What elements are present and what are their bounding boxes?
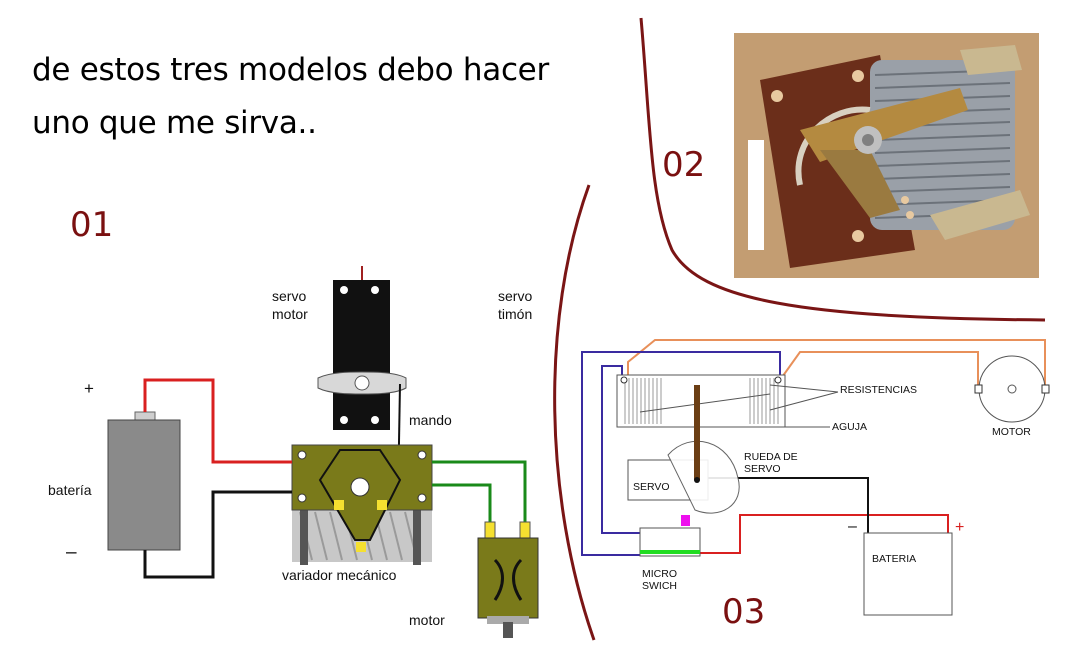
wire-orange-03a — [627, 339, 1046, 386]
label-mando: mando — [409, 412, 452, 428]
divider-curve-left — [553, 184, 596, 641]
battery-03 — [863, 532, 953, 616]
wiper-arm — [800, 88, 968, 162]
wire-blue-03a — [581, 351, 781, 556]
divider-curve-top — [639, 17, 1046, 322]
label-micro-2: SWICH — [642, 580, 677, 592]
label-variador: variador mecánico — [282, 567, 397, 583]
label-minus-01: – — [66, 542, 77, 563]
label-minus-03: – — [848, 518, 857, 535]
headline-line-1: de estos tres modelos debo hacer — [32, 52, 549, 88]
resistor-03 — [616, 374, 839, 428]
label-rueda-2: SERVO — [744, 463, 781, 475]
headline-line-2: uno que me sirva.. — [32, 105, 317, 141]
label-bateria-03: BATERIA — [872, 553, 917, 565]
model-03-number: 03 — [722, 592, 766, 632]
label-plus-01: + — [84, 379, 94, 398]
wire-green-01b — [432, 483, 492, 525]
wire-orange-03b — [779, 351, 979, 386]
wire-blue-03b — [601, 365, 640, 534]
label-servo-timon-1: servo — [498, 288, 533, 304]
wire-green-01a — [432, 460, 527, 525]
model-02-number: 02 — [662, 145, 706, 185]
servo-wheel-03 — [667, 440, 740, 514]
wire-black-01 — [143, 490, 292, 579]
micro-switch-03 — [639, 515, 701, 557]
label-servo-motor-2: motor — [272, 306, 308, 322]
wire-red-03 — [700, 514, 949, 554]
label-servo-timon-2: timón — [498, 306, 533, 322]
wire-black-03 — [698, 477, 869, 535]
label-servo-motor-1: servo — [272, 288, 307, 304]
label-bateria-01: batería — [48, 482, 92, 498]
dc-motor-01 — [477, 521, 539, 638]
label-motor-01: motor — [409, 612, 445, 628]
battery-01 — [107, 411, 181, 551]
label-motor-03: MOTOR — [992, 426, 1031, 438]
label-aguja: AGUJA — [832, 421, 868, 433]
motor-03 — [974, 355, 1050, 423]
rheostat-photo — [734, 33, 1039, 278]
wire-red-01 — [143, 378, 292, 464]
label-rueda-1: RUEDA DE — [744, 451, 798, 463]
label-micro-1: MICRO — [642, 568, 677, 580]
variador-block — [291, 444, 433, 565]
label-resistencias: RESISTENCIAS — [840, 384, 918, 396]
model-01-number: 01 — [70, 205, 114, 245]
servo-motor — [317, 266, 407, 430]
label-servo-03: SERVO — [633, 481, 670, 493]
label-plus-03: + — [955, 519, 965, 536]
